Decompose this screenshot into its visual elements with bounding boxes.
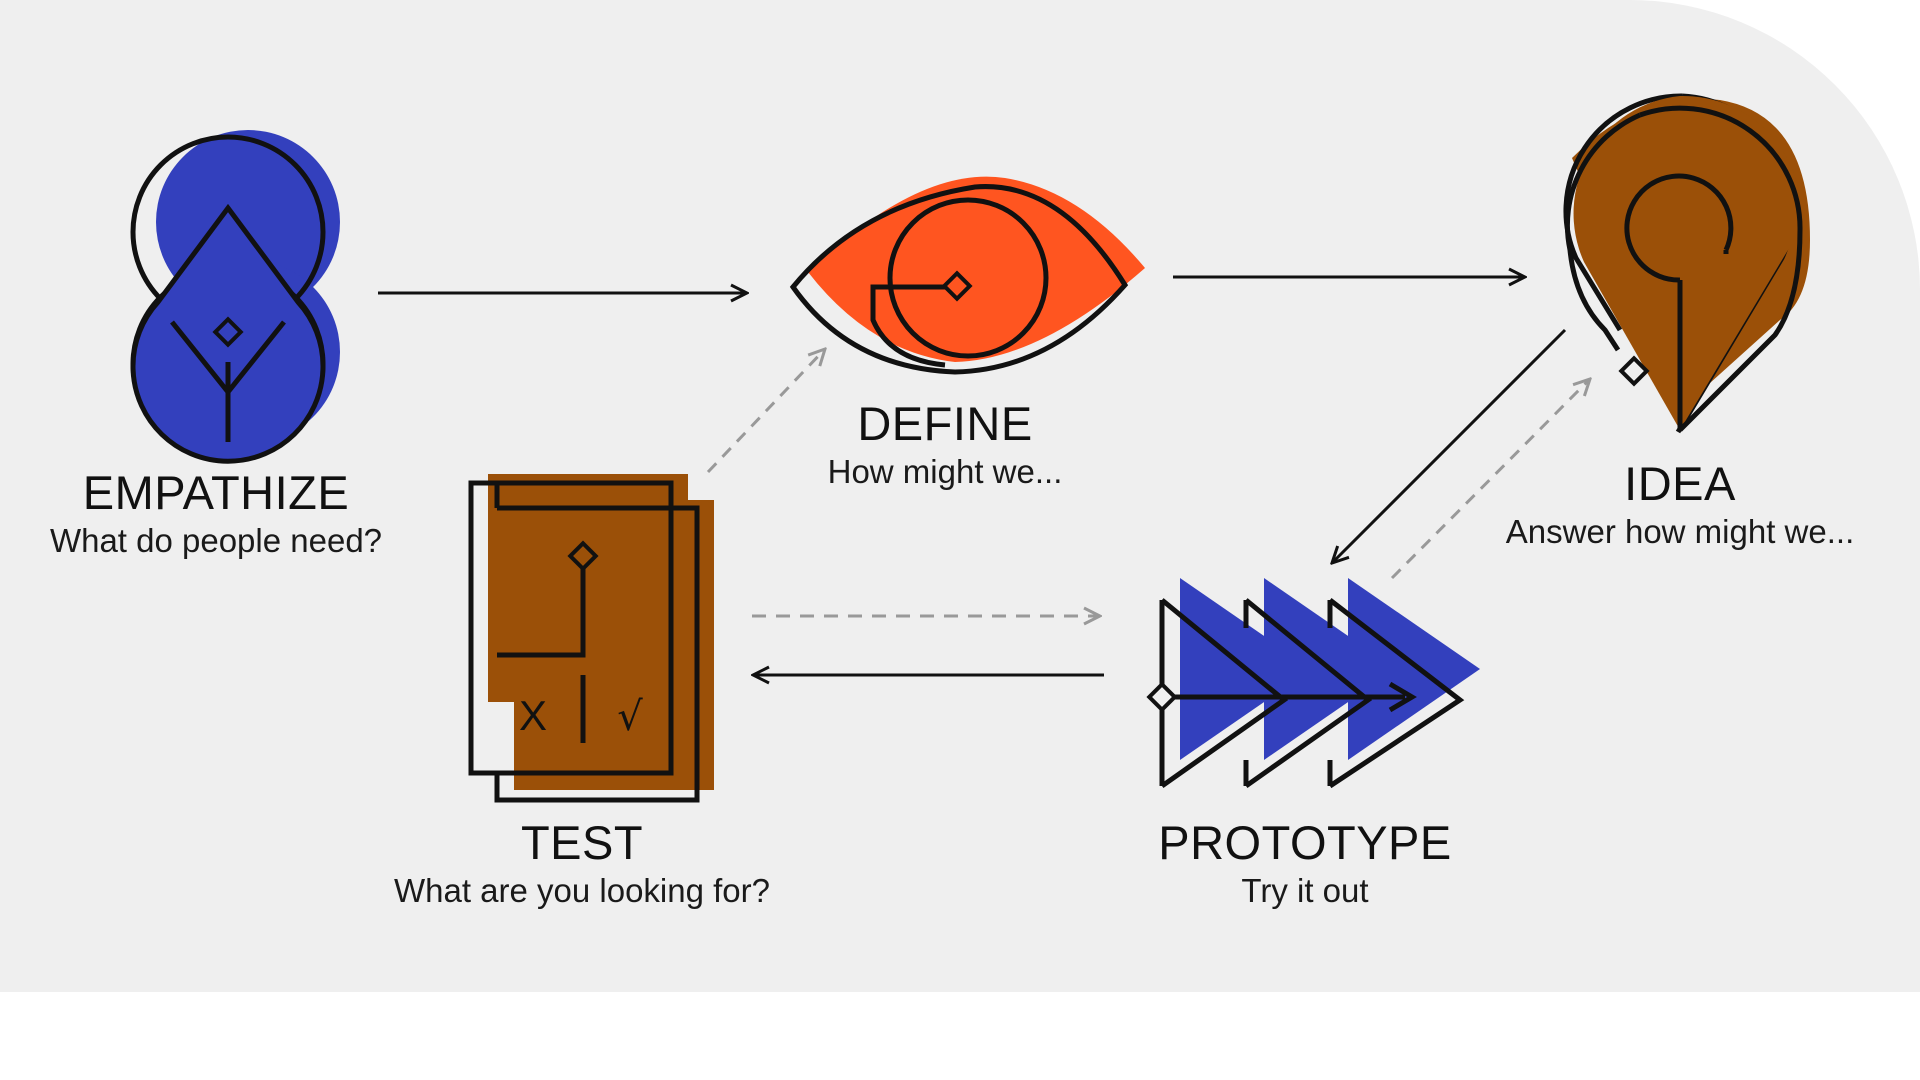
define-label: DEFINE How might we...	[745, 397, 1145, 493]
triple-arrow-icon	[1146, 578, 1480, 789]
empathize-subtitle: What do people need?	[49, 522, 383, 559]
eye-spiral-icon	[789, 176, 1145, 375]
checklist-cards-icon: X √	[468, 474, 714, 803]
figure-eight-leaf-icon	[130, 130, 340, 464]
define-title: DEFINE	[857, 397, 1033, 450]
idea-label: IDEA Answer how might we...	[1480, 457, 1880, 553]
empathize-label: EMPATHIZE What do people need?	[16, 466, 416, 562]
idea-subtitle: Answer how might we...	[1505, 513, 1855, 550]
prototype-subtitle: Try it out	[1241, 872, 1369, 909]
prototype-label: PROTOTYPE Try it out	[1105, 816, 1505, 912]
empathize-title: EMPATHIZE	[82, 466, 350, 519]
dashed-arrow-prototype-to-idea	[1390, 379, 1590, 580]
prototype-title: PROTOTYPE	[1158, 816, 1452, 869]
location-pin-icon	[1563, 93, 1810, 434]
idea-title: IDEA	[1624, 457, 1736, 510]
cross-mark: X	[519, 692, 547, 739]
test-title: TEST	[520, 816, 644, 869]
arrow-idea-to-prototype	[1332, 328, 1567, 563]
test-subtitle: What are you looking for?	[393, 872, 771, 909]
define-subtitle: How might we...	[827, 453, 1063, 490]
test-label: TEST What are you looking for?	[332, 816, 832, 912]
check-mark: √	[617, 694, 643, 740]
dashed-arrow-test-to-define	[706, 349, 825, 474]
